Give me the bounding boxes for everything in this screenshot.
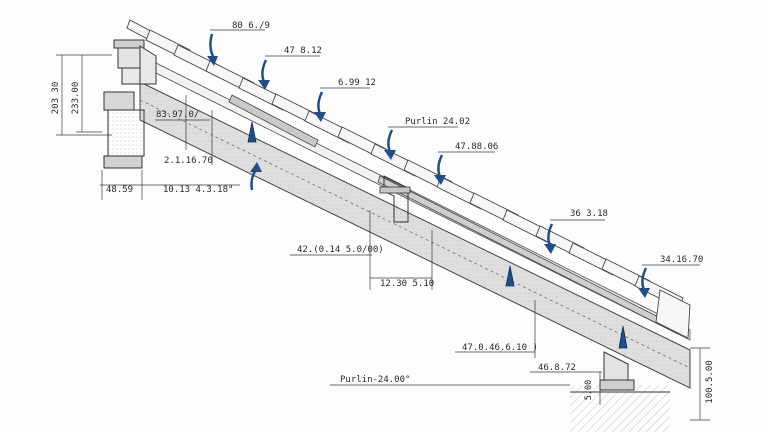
label-load-6: 36 3.18 xyxy=(570,209,608,219)
purlin-strip-mid xyxy=(377,175,681,335)
label-left-height-b: 233.00 xyxy=(71,82,81,115)
labels: 80 6./9 47 8.12 6.99 12 Purlin 24.02 47.… xyxy=(51,21,715,404)
arrow-down-icon xyxy=(258,59,270,90)
label-base-width: 48.59 xyxy=(106,185,133,195)
label-lower-right: 46.8.72 xyxy=(538,363,576,373)
arrow-down-icon xyxy=(638,267,650,298)
label-base-span: 10.13 4.3.18" xyxy=(163,185,233,195)
rafter-slab-texture xyxy=(140,84,690,386)
label-purlin-upper: Purlin 24.02 xyxy=(405,117,470,127)
arrow-down-icon xyxy=(314,91,326,122)
roof-tiles xyxy=(126,19,691,339)
label-mid-dim: 42.(0.14 5.0/00) xyxy=(297,245,384,255)
label-load-7: 34.16.70 xyxy=(660,255,703,265)
arrow-down-icon xyxy=(207,33,218,66)
label-top-load-3: 6.99 12 xyxy=(338,78,376,88)
label-top-load-2: 47 8.12 xyxy=(284,46,322,56)
label-right-height: 100.5.00 xyxy=(705,360,715,403)
label-load-5: 47.88.06 xyxy=(455,142,498,152)
support-triangle-icon xyxy=(505,265,515,287)
support-triangle-icon xyxy=(247,121,257,143)
label-mid-small: 12.30 5.10 xyxy=(380,279,434,289)
lower-wall-support xyxy=(570,351,670,432)
mid-purlin-bracket xyxy=(379,175,411,223)
label-top-load-1: 80 6./9 xyxy=(232,21,270,31)
label-inner-dim-1: 83.97.0/ xyxy=(156,110,199,120)
support-triangle-icon xyxy=(618,325,628,349)
reaction-arrows xyxy=(247,121,628,349)
load-arrows xyxy=(207,33,650,298)
left-eave-assembly xyxy=(103,39,157,169)
batten-strip xyxy=(228,94,319,148)
arrow-down-icon xyxy=(434,154,446,185)
label-purlin-lower: Purlin-24.00° xyxy=(340,375,410,385)
label-lower-vertical: 5.00 xyxy=(584,380,594,400)
label-left-height-a: 203 30 xyxy=(51,82,61,115)
label-inner-dim-2: 2.1.16.70 xyxy=(164,156,213,166)
arrow-down-icon xyxy=(384,129,396,160)
label-lower-dim: 47.0.46.6.10 ) xyxy=(462,343,538,353)
arrow-up-icon xyxy=(250,162,262,191)
dimension-lines xyxy=(56,29,710,421)
arrow-down-icon xyxy=(544,223,556,254)
